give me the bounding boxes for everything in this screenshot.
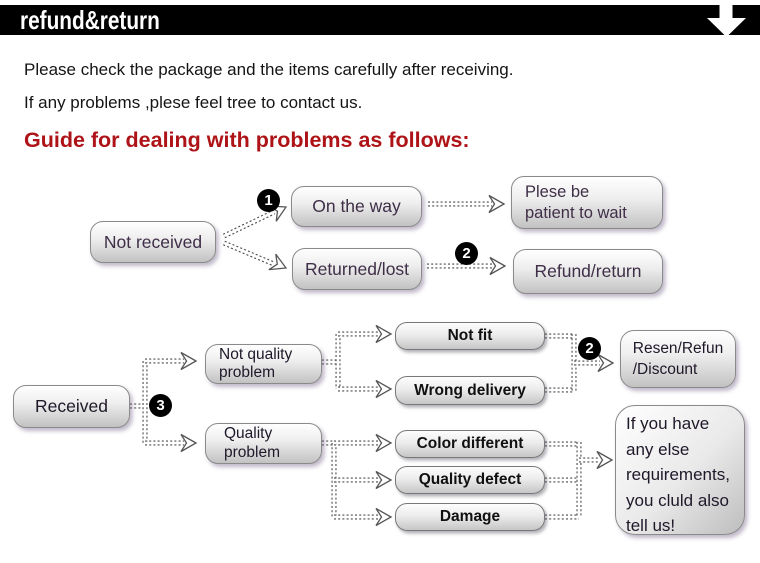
intro-line-2: If any problems ,plese feel tree to cont… — [24, 93, 363, 112]
badge-step-2b: 2 — [578, 337, 601, 360]
node-label: If you have any else requirements, you c… — [626, 414, 730, 535]
node-on-the-way: On the way — [291, 186, 422, 227]
node-not-fit: Not fit — [395, 322, 545, 350]
badge-step-1: 1 — [257, 189, 280, 212]
node-label: Not fit — [447, 327, 493, 345]
node-not-quality-problem: Not quality problem — [205, 344, 322, 384]
node-label: Color different — [416, 435, 524, 453]
node-refund-return: Refund/return — [513, 249, 663, 294]
connector-merge-tellus — [545, 441, 613, 520]
connector-notreceived-ontheway — [222, 198, 291, 239]
node-resend-refund-discount: Resen/Refun /Discount — [620, 330, 736, 388]
intro-line-1: Please check the package and the items c… — [24, 60, 514, 79]
node-label: Damage — [439, 508, 501, 526]
node-label: Wrong delivery — [414, 381, 526, 399]
node-patient-wait: Plese be patient to wait — [511, 176, 663, 229]
guide-heading: Guide for dealing with problems as follo… — [24, 128, 470, 152]
node-label: Resen/Refun /Discount — [632, 340, 724, 378]
node-returned-lost: Returned/lost — [292, 248, 422, 290]
node-damage: Damage — [395, 503, 545, 531]
connector-returnedlost-refund — [427, 256, 506, 276]
node-label: Refund/return — [534, 261, 642, 282]
node-color-different: Color different — [395, 430, 545, 458]
connector-merge-resolution — [545, 333, 614, 393]
node-received: Received — [13, 385, 130, 428]
connector-ontheway-patient — [428, 194, 505, 214]
badge-step-3: 3 — [149, 394, 172, 417]
node-wrong-delivery: Wrong delivery — [395, 376, 545, 405]
page-title: refund&return — [20, 5, 160, 35]
node-quality-defect: Quality defect — [395, 466, 545, 494]
node-not-received: Not received — [90, 221, 216, 263]
connector-quality-split — [322, 433, 392, 527]
connector-received-split — [130, 351, 197, 453]
node-else-requirements: If you have any else requirements, you c… — [615, 405, 745, 535]
down-arrow-icon — [707, 0, 746, 37]
badge-step-2: 2 — [455, 242, 478, 265]
node-label: Quality problem — [224, 425, 280, 461]
node-label: Quality defect — [418, 471, 522, 489]
node-quality-problem: Quality problem — [205, 423, 322, 464]
node-label: Not quality problem — [219, 345, 293, 382]
header-bar: refund&return — [0, 5, 760, 35]
node-label: Not received — [103, 231, 203, 252]
node-label: Received — [35, 396, 108, 417]
node-label: On the way — [312, 196, 401, 217]
connector-notreceived-returnedlost — [223, 240, 291, 277]
node-label: Plese be patient to wait — [525, 182, 627, 222]
node-label: Returned/lost — [304, 258, 410, 279]
connector-notquality-split — [322, 324, 392, 399]
